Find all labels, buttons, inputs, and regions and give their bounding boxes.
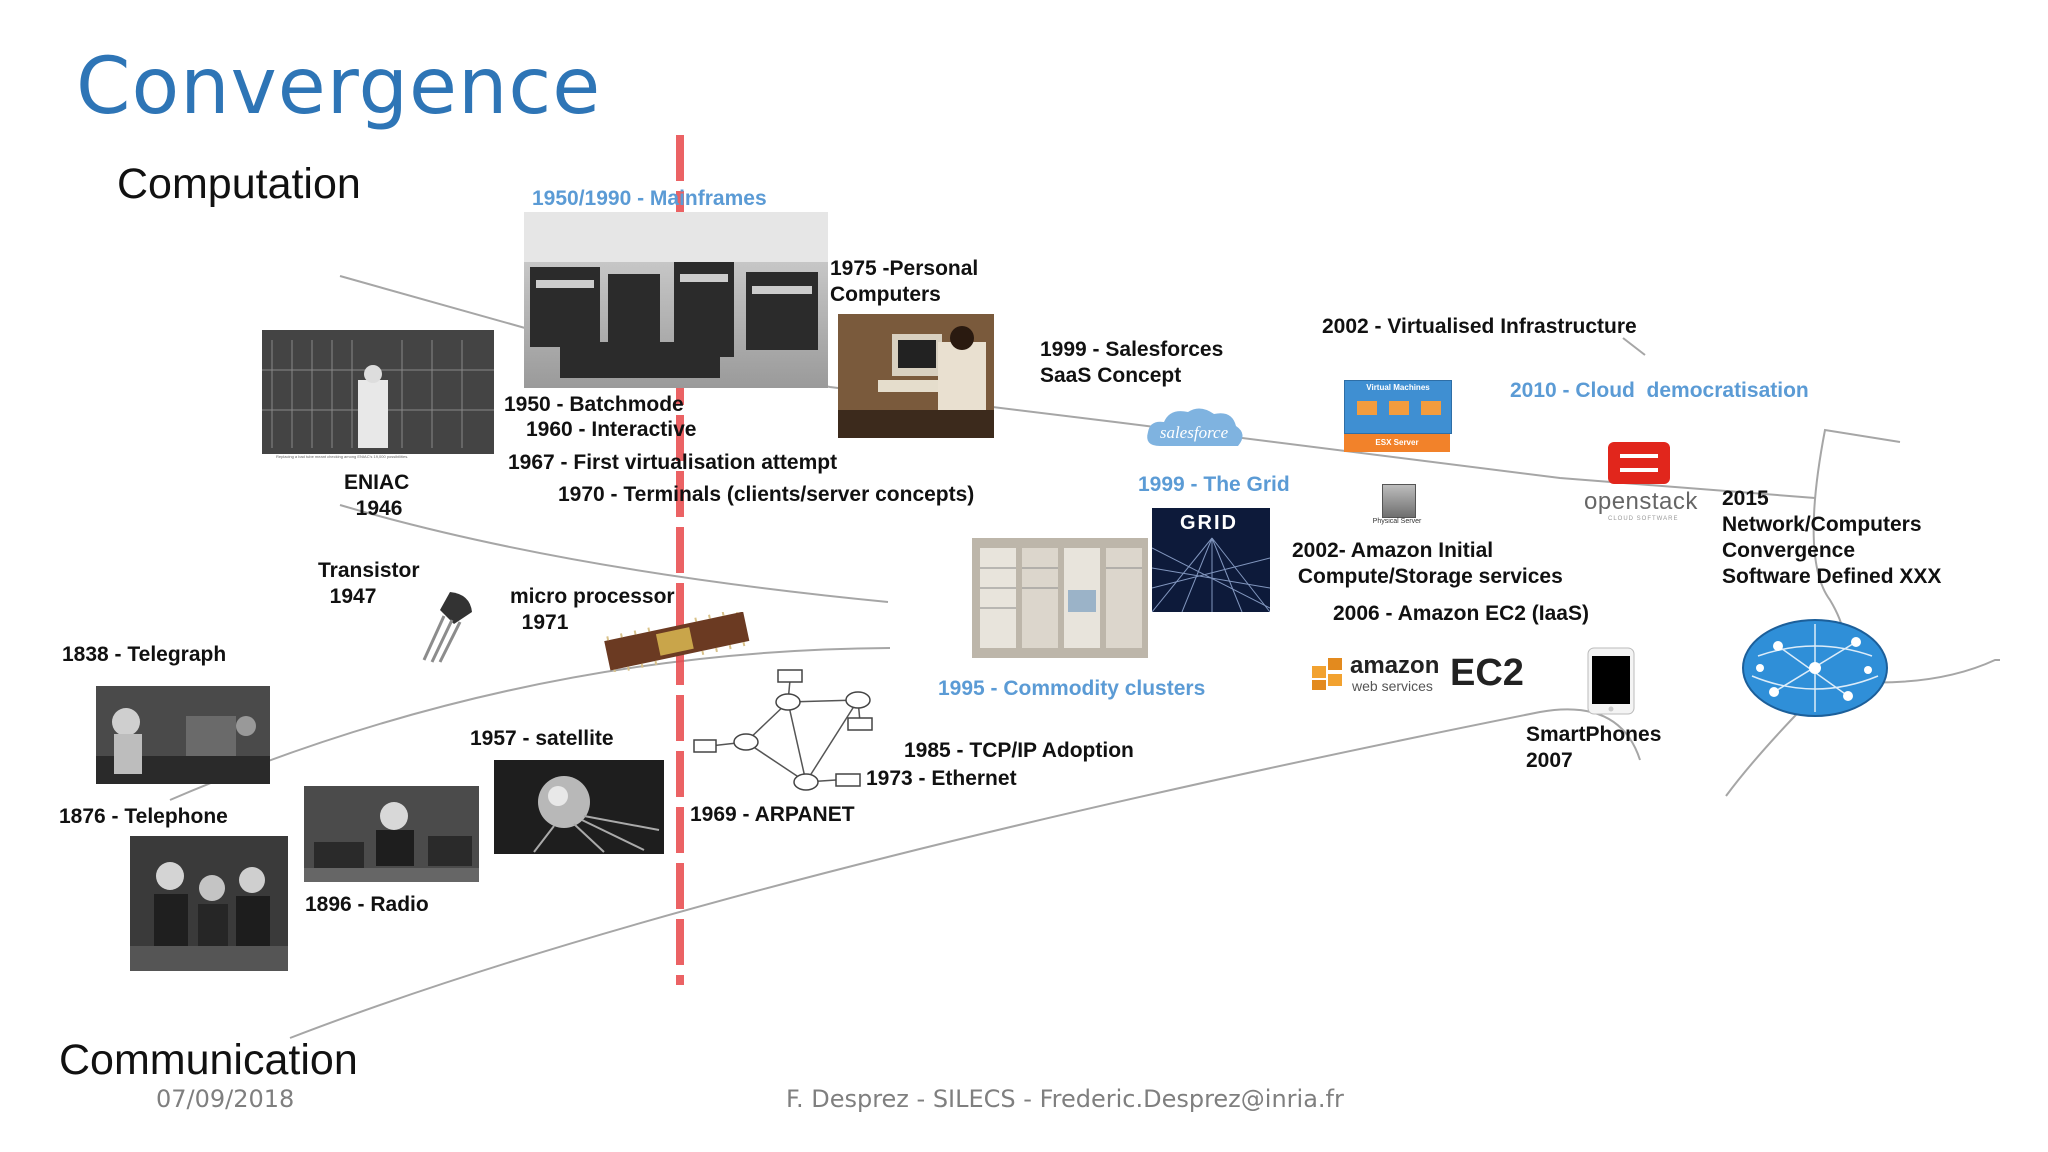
- label-salesforce: 1999 - Salesforces SaaS Concept: [1040, 338, 1224, 387]
- slide-title: Convergence: [76, 42, 602, 132]
- label-grid: 1999 - The Grid: [1138, 473, 1290, 496]
- vm-label: Virtual Machines: [1366, 383, 1430, 392]
- label-cloud-democratisation: 2010 - Cloud democratisation: [1510, 379, 1809, 402]
- footer-date: 07/09/2018: [156, 1085, 295, 1113]
- label-interactive: 1960 - Interactive: [526, 418, 697, 441]
- esx-box: ESX Server: [1344, 434, 1450, 452]
- communication-label: Communication: [59, 1036, 358, 1084]
- label-smartphones: SmartPhones 2007: [1526, 723, 1662, 772]
- arpanet-diagram: [693, 669, 873, 791]
- label-arpanet: 1969 - ARPANET: [690, 803, 855, 826]
- network-globe-illustration: [1742, 619, 1888, 717]
- amazon-ec2-logo: amazon web services EC2: [1310, 652, 1560, 702]
- openstack-logo: openstack CLOUD SOFTWARE: [1578, 440, 1706, 524]
- label-convergence-2015: 2015 Network/Computers Convergence Softw…: [1722, 487, 1942, 588]
- mainframes-photo: [524, 212, 828, 388]
- physical-label: Physical Server: [1372, 518, 1422, 525]
- label-amazon-initial: 2002- Amazon Initial Compute/Storage ser…: [1292, 539, 1563, 588]
- openstack-logo-mark: [1608, 442, 1670, 484]
- footer-author: F. Desprez - SILECS - Frederic.Desprez@i…: [786, 1085, 1344, 1113]
- label-satellite: 1957 - satellite: [470, 727, 614, 750]
- grid-logo: GRID: [1152, 508, 1270, 612]
- virt-infra-pointer: [1622, 337, 1646, 356]
- label-telegraph: 1838 - Telegraph: [62, 643, 227, 666]
- eniac-photo: Replacing a bad tube meant checking amon…: [262, 330, 494, 464]
- label-micro-processor: micro processor 1971: [510, 585, 675, 634]
- personal-computer-photo: [838, 314, 994, 438]
- physical-server-icon: [1382, 484, 1416, 518]
- convergence-arrow: [1725, 428, 1901, 797]
- commodity-cluster-photo: [972, 538, 1148, 658]
- label-virtualised-infrastructure: 2002 - Virtualised Infrastructure: [1322, 315, 1637, 338]
- microprocessor-curve: [339, 504, 889, 603]
- label-batchmode: 1950 - Batchmode: [504, 393, 684, 416]
- label-commodity-clusters: 1995 - Commodity clusters: [938, 677, 1206, 700]
- ec2-logo-text: EC2: [1450, 652, 1524, 694]
- label-amazon-ec2: 2006 - Amazon EC2 (IaaS): [1333, 602, 1589, 625]
- microprocessor-illustration: [604, 612, 750, 672]
- amazon-logo-sub: web services: [1352, 678, 1433, 694]
- label-virtualisation-attempt: 1967 - First virtualisation attempt: [508, 451, 838, 474]
- amazon-logo-text: amazon: [1350, 652, 1440, 679]
- salesforce-logo-text: salesforce: [1160, 423, 1229, 442]
- label-personal-computers: 1975 -Personal Computers: [830, 257, 979, 306]
- satellite-photo: [494, 760, 664, 854]
- eniac-caption: Replacing a bad tube meant checking amon…: [276, 454, 409, 459]
- communication-curve: [169, 647, 891, 801]
- label-tcpip: 1985 - TCP/IP Adoption: [904, 739, 1134, 762]
- label-terminals: 1970 - Terminals (clients/server concept…: [558, 483, 975, 506]
- transistor-illustration: [422, 592, 472, 663]
- radio-photo: [304, 786, 479, 882]
- vm-box: Virtual Machines: [1344, 380, 1452, 434]
- openstack-logo-text: openstack: [1584, 488, 1698, 515]
- label-telephone: 1876 - Telephone: [59, 805, 228, 828]
- grid-logo-text: GRID: [1180, 512, 1238, 534]
- label-mainframes: 1950/1990 - Mainframes: [532, 187, 767, 210]
- label-radio: 1896 - Radio: [305, 893, 429, 916]
- salesforce-logo: salesforce: [1147, 408, 1243, 446]
- telegraph-photo: [96, 686, 270, 784]
- telephone-photo: [130, 836, 288, 971]
- esx-label: ESX Server: [1375, 438, 1419, 447]
- computation-label: Computation: [117, 160, 361, 208]
- label-transistor: Transistor 1947: [318, 559, 420, 608]
- aws-cubes-icon: [1312, 658, 1342, 690]
- label-ethernet: 1973 - Ethernet: [866, 767, 1017, 790]
- virtualisation-stack: Virtual Machines ESX Server Physical Ser…: [1344, 380, 1452, 530]
- openstack-logo-sub: CLOUD SOFTWARE: [1608, 516, 1679, 522]
- smartphone-illustration: [1587, 647, 1635, 715]
- label-eniac: ENIAC 1946: [344, 471, 410, 520]
